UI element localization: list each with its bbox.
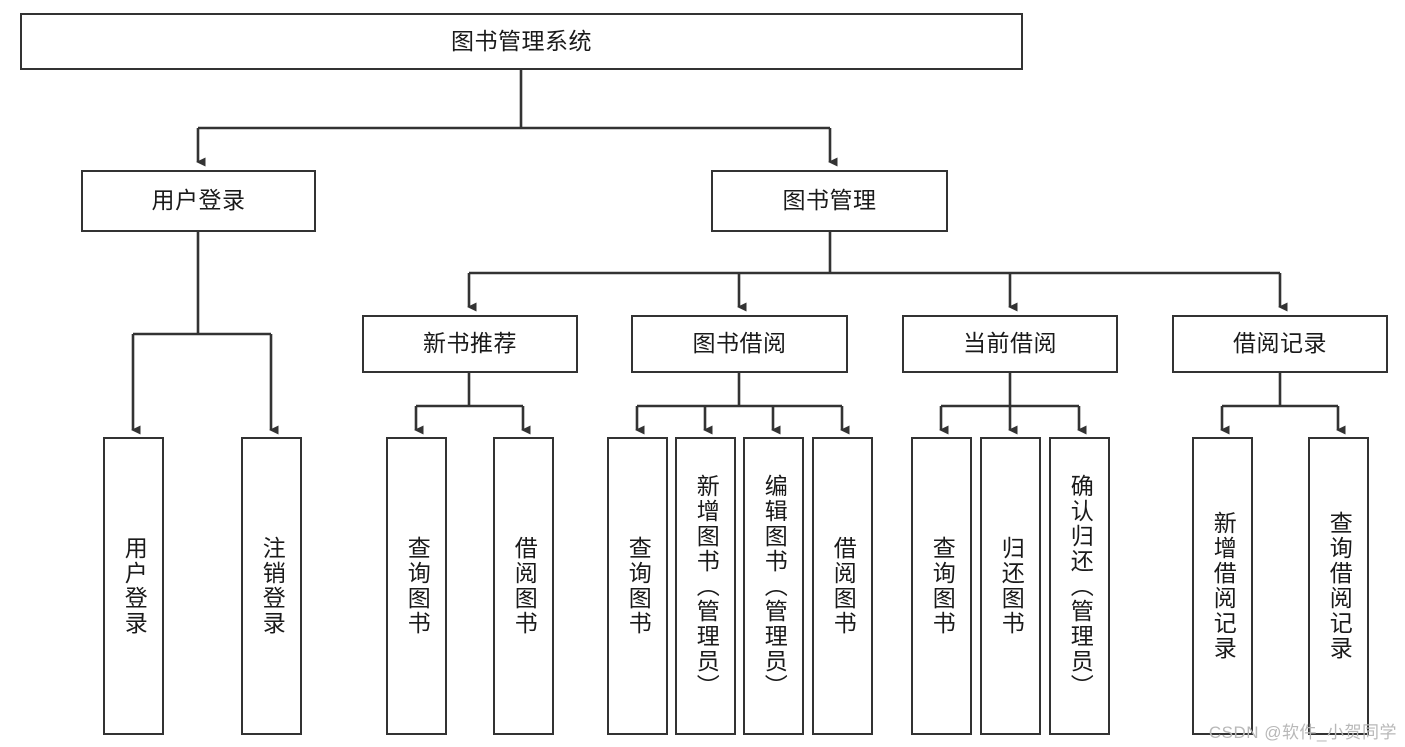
node-label: 借阅图书 (511, 536, 538, 636)
csdn-watermark: CSDN @软件_小贺同学 (1208, 723, 1397, 742)
node-borrow-record[interactable]: 借阅记录 (1172, 315, 1388, 373)
leaf-book-borrow-borrow-book[interactable]: 借阅图书 (812, 437, 873, 735)
node-label: 借阅记录 (1233, 330, 1327, 357)
node-book-management[interactable]: 图书管理 (711, 170, 948, 232)
leaf-new-book-borrow-book[interactable]: 借阅图书 (493, 437, 554, 735)
node-label: 图书管理 (782, 187, 877, 214)
node-label: 查询图书 (625, 536, 652, 636)
node-label: 归还图书 (998, 536, 1025, 636)
node-label: 查询借阅记录 (1326, 511, 1353, 661)
node-label: 图书管理系统 (451, 27, 592, 54)
node-label: 用户登录 (121, 536, 148, 636)
leaf-current-borrow-return-book[interactable]: 归还图书 (980, 437, 1041, 735)
node-current-borrow[interactable]: 当前借阅 (902, 315, 1118, 373)
node-label: 查询图书 (929, 536, 956, 636)
node-book-borrow[interactable]: 图书借阅 (631, 315, 848, 373)
node-user-login[interactable]: 用户登录 (81, 170, 316, 232)
leaf-book-borrow-add-book-admin[interactable]: 新增图书（管理员） (675, 437, 736, 735)
node-label: 当前借阅 (963, 330, 1057, 357)
node-new-book-recommend[interactable]: 新书推荐 (362, 315, 578, 373)
node-label: 新增借阅记录 (1210, 511, 1237, 661)
leaf-book-borrow-query-book[interactable]: 查询图书 (607, 437, 668, 735)
node-label: 新增图书（管理员） (693, 473, 720, 699)
leaf-borrow-record-add-record[interactable]: 新增借阅记录 (1192, 437, 1253, 735)
node-label: 查询图书 (404, 536, 431, 636)
leaf-user-login-login[interactable]: 用户登录 (103, 437, 164, 735)
leaf-new-book-query-book[interactable]: 查询图书 (386, 437, 447, 735)
leaf-current-borrow-confirm-return-admin[interactable]: 确认归还（管理员） (1049, 437, 1110, 735)
node-label: 确认归还（管理员） (1067, 473, 1094, 699)
node-root-book-management-system[interactable]: 图书管理系统 (20, 13, 1023, 70)
node-label: 注销登录 (259, 536, 286, 636)
node-label: 借阅图书 (830, 536, 857, 636)
leaf-current-borrow-query-book[interactable]: 查询图书 (911, 437, 972, 735)
node-label: 用户登录 (151, 187, 246, 214)
node-label: 图书借阅 (692, 330, 787, 357)
leaf-borrow-record-query-record[interactable]: 查询借阅记录 (1308, 437, 1369, 735)
leaf-book-borrow-edit-book-admin[interactable]: 编辑图书（管理员） (743, 437, 804, 735)
node-label: 新书推荐 (423, 330, 517, 357)
leaf-user-login-logout[interactable]: 注销登录 (241, 437, 302, 735)
node-label: 编辑图书（管理员） (761, 473, 788, 699)
